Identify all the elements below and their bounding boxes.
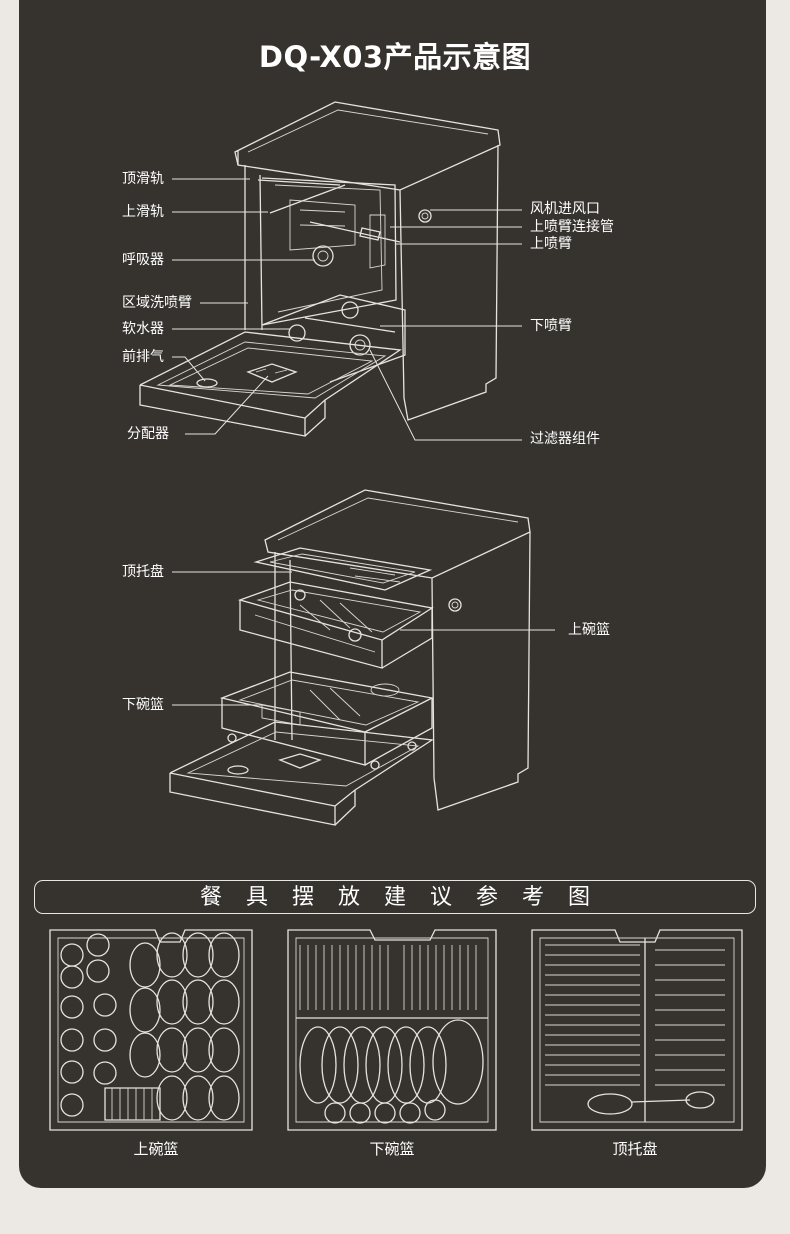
label-filter-assembly: 过滤器组件 xyxy=(530,431,600,447)
caption-lower-basket: 下碗篮 xyxy=(369,1140,415,1158)
label-dispenser: 分配器 xyxy=(127,426,169,442)
section-header-band: 餐具摆放建议参考图 xyxy=(34,880,756,914)
label-upper-rail: 上滑轨 xyxy=(122,204,164,220)
caption-upper-basket: 上碗篮 xyxy=(133,1140,179,1158)
lower-basket-drawing xyxy=(287,929,497,1131)
section-header: 餐具摆放建议参考图 xyxy=(199,885,614,910)
label-upper-spray-arm: 上喷臂 xyxy=(530,236,572,252)
dishwasher-open-drawing xyxy=(139,101,522,441)
upper-basket-drawing xyxy=(49,929,253,1131)
caption-top-tray: 顶托盘 xyxy=(612,1140,658,1158)
label-top-rail: 顶滑轨 xyxy=(122,171,164,187)
label-upper-basket: 上碗篮 xyxy=(568,622,610,638)
label-lower-spray-arm: 下喷臂 xyxy=(530,318,572,334)
product-card xyxy=(19,0,766,1188)
label-lower-basket: 下碗篮 xyxy=(122,697,164,713)
label-front-vent: 前排气 xyxy=(122,349,164,365)
label-top-tray: 顶托盘 xyxy=(122,564,164,580)
label-zone-spray-arm: 区域洗喷臂 xyxy=(122,295,192,311)
label-breather: 呼吸器 xyxy=(122,252,164,268)
label-upper-arm-pipe: 上喷臂连接管 xyxy=(530,219,614,235)
dishwasher-loaded-drawing xyxy=(169,489,555,826)
label-water-softener: 软水器 xyxy=(122,321,164,337)
top-tray-drawing xyxy=(531,929,743,1131)
label-fan-inlet: 风机进风口 xyxy=(530,201,600,217)
page-title: DQ-X03产品示意图 xyxy=(258,40,532,74)
